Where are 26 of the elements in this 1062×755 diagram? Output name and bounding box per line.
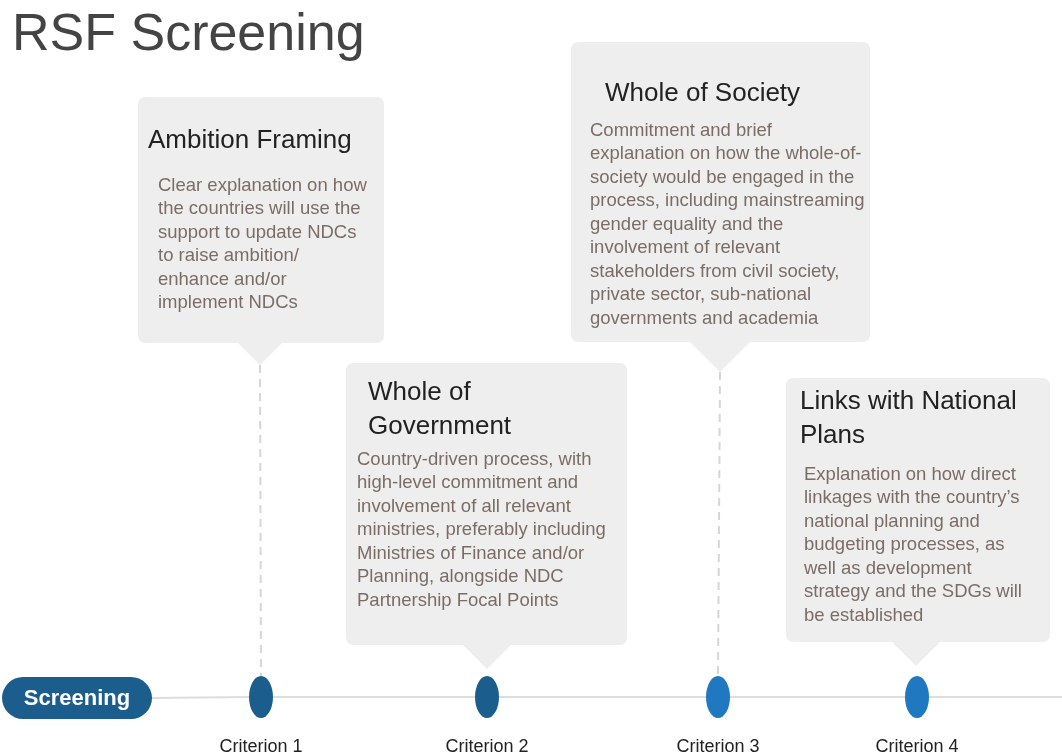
- criterion-label: Criterion 2: [445, 736, 529, 755]
- callout-heading: Whole of Government: [368, 375, 513, 442]
- callout-text: Explanation on how direct linkages with the country’s national planning and budgeting processes, as well as development strategy and the SDGs will be established: [804, 462, 1023, 627]
- criterion-label: Criterion 4: [875, 736, 959, 755]
- timeline-marker: [475, 676, 499, 718]
- timeline-marker: [706, 676, 730, 718]
- criterion-label: Criterion 1: [219, 736, 303, 755]
- dashed-connector: [717, 371, 721, 677]
- timeline-line: [729, 696, 906, 698]
- timeline-marker: [249, 676, 273, 718]
- title: RSF Screening: [12, 4, 365, 62]
- callout-heading: Links with National Plans: [800, 384, 1018, 451]
- callout-heading: Ambition Framing: [148, 123, 353, 156]
- timeline-line: [151, 696, 250, 699]
- callout-text: Country-driven process, with high-level commitment and involvement of all relevant ministries, preferably including Ministries of Finance and/or Planning, alongside NDC Partnership Focal Points: [357, 447, 607, 612]
- callout-text: Commitment and brief explanation on how the whole-of-society would be engaged in the process, including mainstreaming gender equality and the involvement of relevant stakeholders from civil society, private sector, sub-national governments and academia: [590, 118, 865, 330]
- criterion-label: Criterion 3: [676, 736, 760, 755]
- timeline-line: [272, 696, 476, 698]
- timeline-marker: [905, 676, 929, 718]
- dashed-connector: [259, 364, 262, 677]
- callout-text: Clear explanation on how the countries will use the support to update NDCs to raise ambition/ enhance and/or implement NDCs: [158, 173, 368, 314]
- callout-box: [138, 97, 384, 365]
- callout-box: [571, 42, 870, 372]
- callout-heading: Whole of Society: [605, 76, 802, 109]
- timeline-line: [498, 696, 707, 698]
- timeline-start-label: Screening: [2, 677, 152, 719]
